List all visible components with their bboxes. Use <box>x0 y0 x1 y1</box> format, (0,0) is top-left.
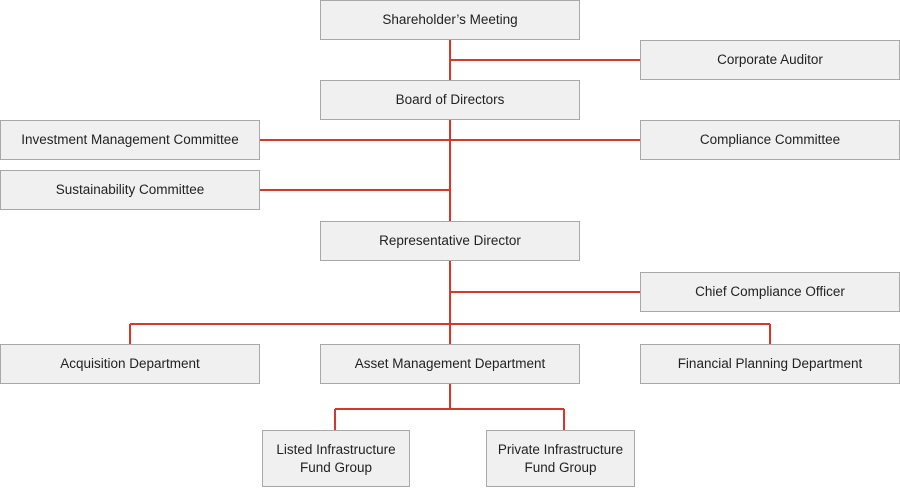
shareholders-meeting-box: Shareholder’s Meeting <box>320 0 580 40</box>
representative-director-label: Representative Director <box>379 233 521 248</box>
acquisition-department-label: Acquisition Department <box>60 356 200 371</box>
listed-infrastructure-fund-group-box: Listed Infrastructure Fund Group <box>262 430 410 487</box>
shareholders-meeting-label: Shareholder’s Meeting <box>382 12 518 27</box>
financial-planning-department-box: Financial Planning Department <box>640 344 900 384</box>
asset-management-department-label: Asset Management Department <box>354 356 546 371</box>
sustainability-committee-box: Sustainability Committee <box>0 170 260 210</box>
representative-director-box: Representative Director <box>320 221 580 261</box>
board-of-directors-box: Board of Directors <box>320 80 580 120</box>
chief-compliance-officer-label: Chief Compliance Officer <box>695 284 845 299</box>
connector-group <box>129 40 771 430</box>
corporate-auditor-box: Corporate Auditor <box>640 40 900 80</box>
acquisition-department-box: Acquisition Department <box>0 344 260 384</box>
investment-management-committee-label: Investment Management Committee <box>21 132 239 147</box>
private-infrastructure-fund-group-box: Private Infrastructure Fund Group <box>486 430 635 487</box>
board-of-directors-label: Board of Directors <box>395 92 505 107</box>
private-infrastructure-fund-group-label: Private Infrastructure Fund Group <box>497 441 624 475</box>
financial-planning-department-label: Financial Planning Department <box>677 356 863 371</box>
asset-management-department-box: Asset Management Department <box>320 344 580 384</box>
investment-management-committee-box: Investment Management Committee <box>0 120 260 160</box>
chief-compliance-officer-box: Chief Compliance Officer <box>640 272 900 312</box>
compliance-committee-label: Compliance Committee <box>699 132 841 147</box>
sustainability-committee-label: Sustainability Committee <box>55 182 205 197</box>
corporate-auditor-label: Corporate Auditor <box>717 52 823 67</box>
listed-infrastructure-fund-group-label: Listed Infrastructure Fund Group <box>276 441 396 475</box>
compliance-committee-box: Compliance Committee <box>640 120 900 160</box>
